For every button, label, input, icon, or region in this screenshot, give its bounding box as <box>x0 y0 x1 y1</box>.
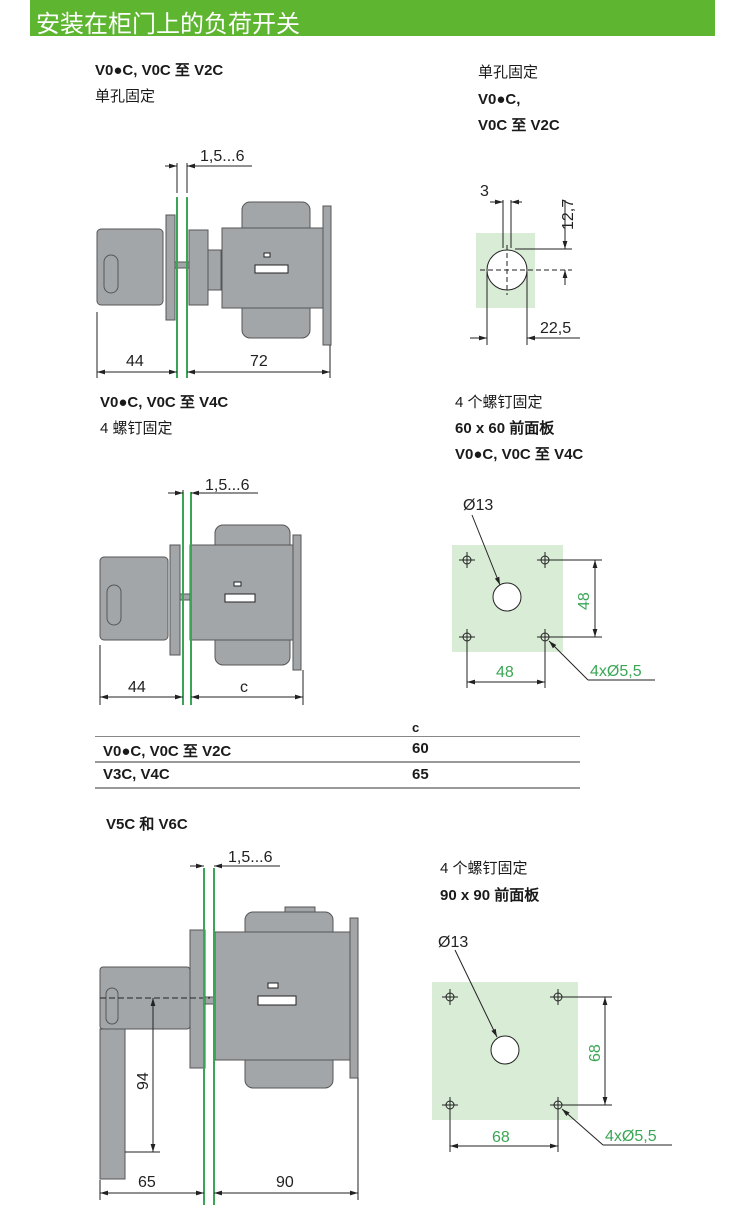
dim-90: 90 <box>276 1174 294 1191</box>
switch-side-view-3 <box>99 863 359 1205</box>
dim-22-5: 22,5 <box>540 320 571 337</box>
dim-68-v: 68 <box>587 1044 604 1062</box>
dim-gap-2: 1,5...6 <box>205 477 250 494</box>
table-header: c <box>95 720 580 737</box>
dim-48-h: 48 <box>496 664 514 681</box>
s1-subtitle: 单孔固定 <box>95 88 156 105</box>
s1-right-2: V0●C, <box>478 91 521 108</box>
dimension-table: c V0●C, V0C 至 V2C 60 V3C, V4C 65 <box>95 720 580 789</box>
dim-hole-13-2: Ø13 <box>463 497 493 514</box>
dim-68-h: 68 <box>492 1129 510 1146</box>
header-bar: 安装在柜门上的负荷开关 <box>30 0 715 38</box>
model: V0●C, V0C 至 V2C <box>103 743 232 760</box>
s2-right-3: V0●C, V0C 至 V4C <box>455 446 584 463</box>
dim-12-7: 12,7 <box>560 199 577 230</box>
dim-3: 3 <box>480 183 489 200</box>
dim-65: 65 <box>138 1174 156 1191</box>
page-title: 安装在柜门上的负荷开关 <box>36 11 300 38</box>
model: V3C, V4C <box>103 766 170 783</box>
s2-subtitle: 4 螺钉固定 <box>100 420 173 437</box>
dim-44-2: 44 <box>128 679 146 696</box>
dim-gap-1: 1,5...6 <box>200 148 245 165</box>
dim-94: 94 <box>135 1072 152 1090</box>
s3-title: V5C 和 V6C <box>106 816 188 833</box>
s1-title: V0●C, V0C 至 V2C <box>95 62 224 79</box>
dim-c: c <box>240 679 248 696</box>
s2-right-1: 4 个螺钉固定 <box>455 394 543 411</box>
s2-right-2: 60 x 60 前面板 <box>455 420 555 437</box>
dim-screws-3: 4xØ5,5 <box>605 1128 657 1145</box>
front-plate-60 <box>452 514 655 688</box>
col-c-header: c <box>412 720 420 735</box>
s1-right-1: 单孔固定 <box>478 64 539 81</box>
dim-gap-3: 1,5...6 <box>228 849 273 866</box>
c-value: 60 <box>412 740 429 757</box>
switch-side-view-2 <box>99 490 304 705</box>
s2-title: V0●C, V0C 至 V4C <box>100 394 229 411</box>
dim-hole-13-3: Ø13 <box>438 934 468 951</box>
dim-72: 72 <box>250 353 268 370</box>
s3-right-2: 90 x 90 前面板 <box>440 887 540 904</box>
dim-44-1: 44 <box>126 353 144 370</box>
dim-48-v: 48 <box>576 592 593 610</box>
table-row: V0●C, V0C 至 V2C 60 <box>95 737 580 763</box>
dim-screws-2: 4xØ5,5 <box>590 663 642 680</box>
s1-right-3: V0C 至 V2C <box>478 117 560 134</box>
front-plate-90 <box>432 949 672 1152</box>
table-row: V3C, V4C 65 <box>95 763 580 789</box>
c-value: 65 <box>412 766 429 783</box>
s3-right-1: 4 个螺钉固定 <box>440 860 528 877</box>
switch-side-view-1 <box>96 163 332 378</box>
single-hole-cutout <box>470 199 580 345</box>
